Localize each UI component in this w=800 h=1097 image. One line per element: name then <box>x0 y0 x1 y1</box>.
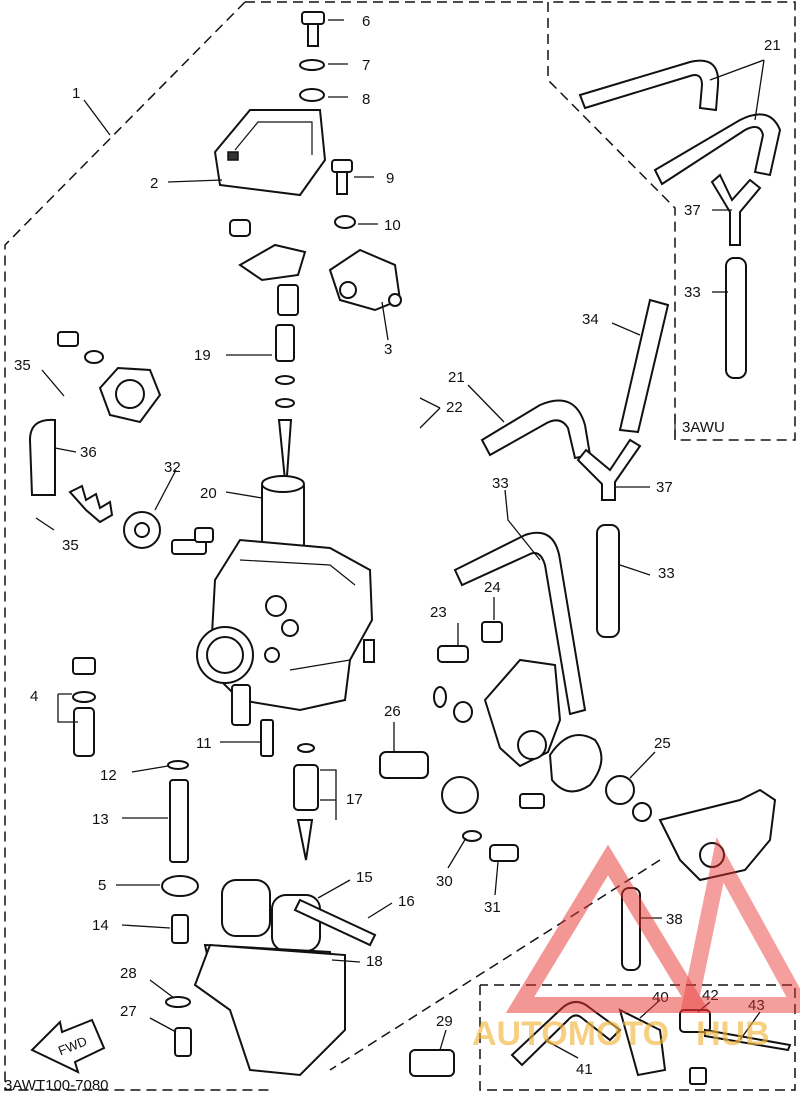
callout-28: 28 <box>120 965 137 982</box>
callout-23: 23 <box>430 604 447 621</box>
document-code: 3AWT100-7080 <box>4 1077 109 1094</box>
callout-22: 22 <box>446 399 463 416</box>
callout-34: 34 <box>582 311 599 328</box>
watermark-brand-part2: HUB <box>696 1015 770 1053</box>
callout-24: 24 <box>484 579 501 596</box>
callout-15: 15 <box>356 869 373 886</box>
callout-33-upper: 33 <box>492 475 509 492</box>
callout-1: 1 <box>72 85 80 102</box>
callout-10: 10 <box>384 217 401 234</box>
callout-2: 2 <box>150 175 158 192</box>
callout-4: 4 <box>30 688 38 705</box>
callout-9: 9 <box>386 170 394 187</box>
callout-13: 13 <box>92 811 109 828</box>
callout-38: 38 <box>666 911 683 928</box>
callout-8: 8 <box>362 91 370 108</box>
automotohub-watermark: AUTOMOTO HUB <box>472 837 800 1053</box>
callout-37-inset: 37 <box>684 202 701 219</box>
carburetor-body <box>196 538 375 726</box>
choke-assembly <box>28 331 214 555</box>
callout-26: 26 <box>384 703 401 720</box>
callout-3: 3 <box>384 341 392 358</box>
callout-16: 16 <box>398 893 415 910</box>
callout-31: 31 <box>484 899 501 916</box>
callout-25: 25 <box>654 735 671 752</box>
jet-parts <box>72 657 319 944</box>
callout-36: 36 <box>80 444 97 461</box>
callout-19: 19 <box>194 347 211 364</box>
callout-7: 7 <box>362 57 370 74</box>
callout-42: 42 <box>702 987 719 1004</box>
callout-18: 18 <box>366 953 383 970</box>
callout-33-lower: 33 <box>658 565 675 582</box>
watermark-triangle-outer <box>505 844 711 1013</box>
throttle-bracket-assembly <box>379 621 777 882</box>
callout-21-inset: 21 <box>764 37 781 54</box>
throttle-lever-assembly <box>328 159 402 312</box>
callout-27: 27 <box>120 1003 137 1020</box>
inset-3awu-hoses <box>578 59 782 379</box>
callout-41: 41 <box>576 1061 593 1078</box>
callout-35-lower: 35 <box>62 537 79 554</box>
callout-43: 43 <box>748 997 765 1014</box>
needle-slide-stack <box>229 219 307 549</box>
float-bowl-assembly <box>165 879 455 1077</box>
callout-12: 12 <box>100 767 117 784</box>
callout-20: 20 <box>200 485 217 502</box>
watermark-triangle-inner <box>680 837 800 1013</box>
callout-30: 30 <box>436 873 453 890</box>
watermark-brand-part1: AUTOMOTO <box>472 1015 669 1053</box>
callout-5: 5 <box>98 877 106 894</box>
lower-inset-parts <box>510 887 792 1085</box>
callout-29: 29 <box>436 1013 453 1030</box>
callout-33-inset: 33 <box>684 284 701 301</box>
callout-32: 32 <box>164 459 181 476</box>
vent-hoses <box>453 298 670 716</box>
callout-6: 6 <box>362 13 370 30</box>
callout-37: 37 <box>656 479 673 496</box>
callout-35-upper: 35 <box>14 357 31 374</box>
callout-14: 14 <box>92 917 109 934</box>
fwd-arrow: FWD <box>30 1018 106 1074</box>
callout-17: 17 <box>346 791 363 808</box>
variant-label: 3AWU <box>682 419 725 436</box>
callout-21: 21 <box>448 369 465 386</box>
top-cap-assembly <box>213 11 327 197</box>
callout-11: 11 <box>196 735 212 752</box>
part-callouts: 1 2 3 4 5 6 7 8 9 10 11 12 13 14 15 16 1… <box>14 13 781 1078</box>
